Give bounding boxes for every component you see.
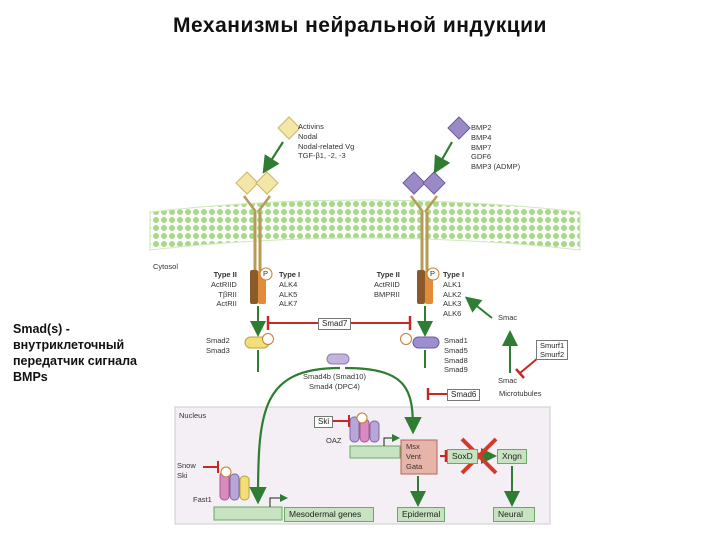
smad4-icon: [326, 353, 350, 365]
snow-ski-label: Snow Ski: [177, 461, 196, 480]
arrow-smad-left-nucleus: [249, 366, 341, 505]
arrow-smac-receptor: [464, 296, 493, 319]
ligand-left-icon: [235, 116, 301, 195]
smad2-3-label: Smad2 Smad3: [206, 336, 230, 355]
smad-right-label: Smad1 Smad5 Smad8 Smad9: [444, 336, 468, 375]
arrow-smad-right-nucleus: [344, 366, 422, 435]
ligand-nodal-related: Nodal-related Vg: [298, 141, 355, 151]
smad7-label: Smad7: [318, 318, 352, 330]
ligand-right-list: BMP2 BMP4 BMP7 GDF6 BMP3 (ADMP): [471, 123, 520, 172]
blocked-cross-icon: [460, 437, 498, 475]
smac-top-label: Smac: [498, 313, 518, 322]
cytosol-label: Cytosol: [153, 262, 179, 271]
smad2-3-icon: [244, 333, 274, 349]
ligand-bmp3: BMP3 (ADMP): [471, 162, 521, 172]
caption-text: Smad(s) - внутриклеточный передатчик сиг…: [13, 322, 138, 384]
receptor-right-type2: Type II ActRIID BMPRII: [374, 270, 400, 299]
phospho-left: P: [263, 269, 269, 278]
mesoderm-genes: Mesodermal genes: [284, 507, 374, 522]
oaz-label: OAZ: [326, 436, 342, 445]
epidermal-genes: Epidermal: [397, 507, 445, 522]
neural-genes: Neural: [493, 507, 535, 522]
ligand-bmp7: BMP7: [471, 142, 492, 152]
ligand-left-arrow: [262, 141, 284, 174]
smad4-label: Smad4b (Smad10) Smad4 (DPC4): [303, 372, 366, 391]
smurf-inhibition: [519, 357, 539, 374]
page-title: Механизмы нейральной индукции: [173, 14, 547, 37]
ligand-bmp4: BMP4: [471, 132, 492, 142]
fast1-label: Fast1: [193, 495, 212, 504]
xngn-gene: Xngn: [497, 449, 527, 464]
ski-oaz-complex: [349, 412, 380, 443]
microtubules-label: Microtubules: [499, 389, 542, 398]
receptor-left-type2: Type II ActRIID TβRII ActRII: [211, 270, 237, 309]
ligand-gdf6: GDF6: [471, 152, 492, 162]
ligand-nodal: Nodal: [298, 131, 318, 141]
ligand-left-list: Activins Nodal Nodal-related Vg TGF-β1, …: [298, 122, 354, 161]
receptor-right: [410, 195, 440, 304]
target-genes-label: Msx Vent Gata: [406, 442, 423, 471]
ski-label: Ski: [314, 416, 334, 428]
fast1-complex: [219, 466, 250, 501]
smad1-5-8-icon: [400, 333, 440, 349]
receptor-left-type1: Type I ALK4 ALK5 ALK7: [279, 270, 301, 309]
smad6-label: Smad6: [447, 389, 481, 401]
smac-bottom-label: Smac: [498, 376, 518, 385]
ligand-activins: Activins: [298, 122, 324, 131]
receptor-left: [243, 195, 273, 304]
phospho-right: P: [430, 269, 436, 278]
ligand-tgf: TGF-β1, -2, -3: [298, 151, 346, 161]
ligand-right-arrow: [433, 141, 453, 174]
ligand-bmp2: BMP2: [471, 123, 492, 132]
cell-membrane: [149, 199, 581, 251]
nucleus-label: Nucleus: [179, 411, 207, 420]
soxd-gene: SoxD: [447, 449, 478, 464]
target-genes-box: [400, 439, 438, 475]
ligand-right-icon: [402, 116, 471, 195]
smurf-label: Smurf1 Smurf2: [536, 340, 569, 360]
receptor-right-type1: Type I ALK1 ALK2 ALK3 ALK6: [443, 270, 465, 319]
